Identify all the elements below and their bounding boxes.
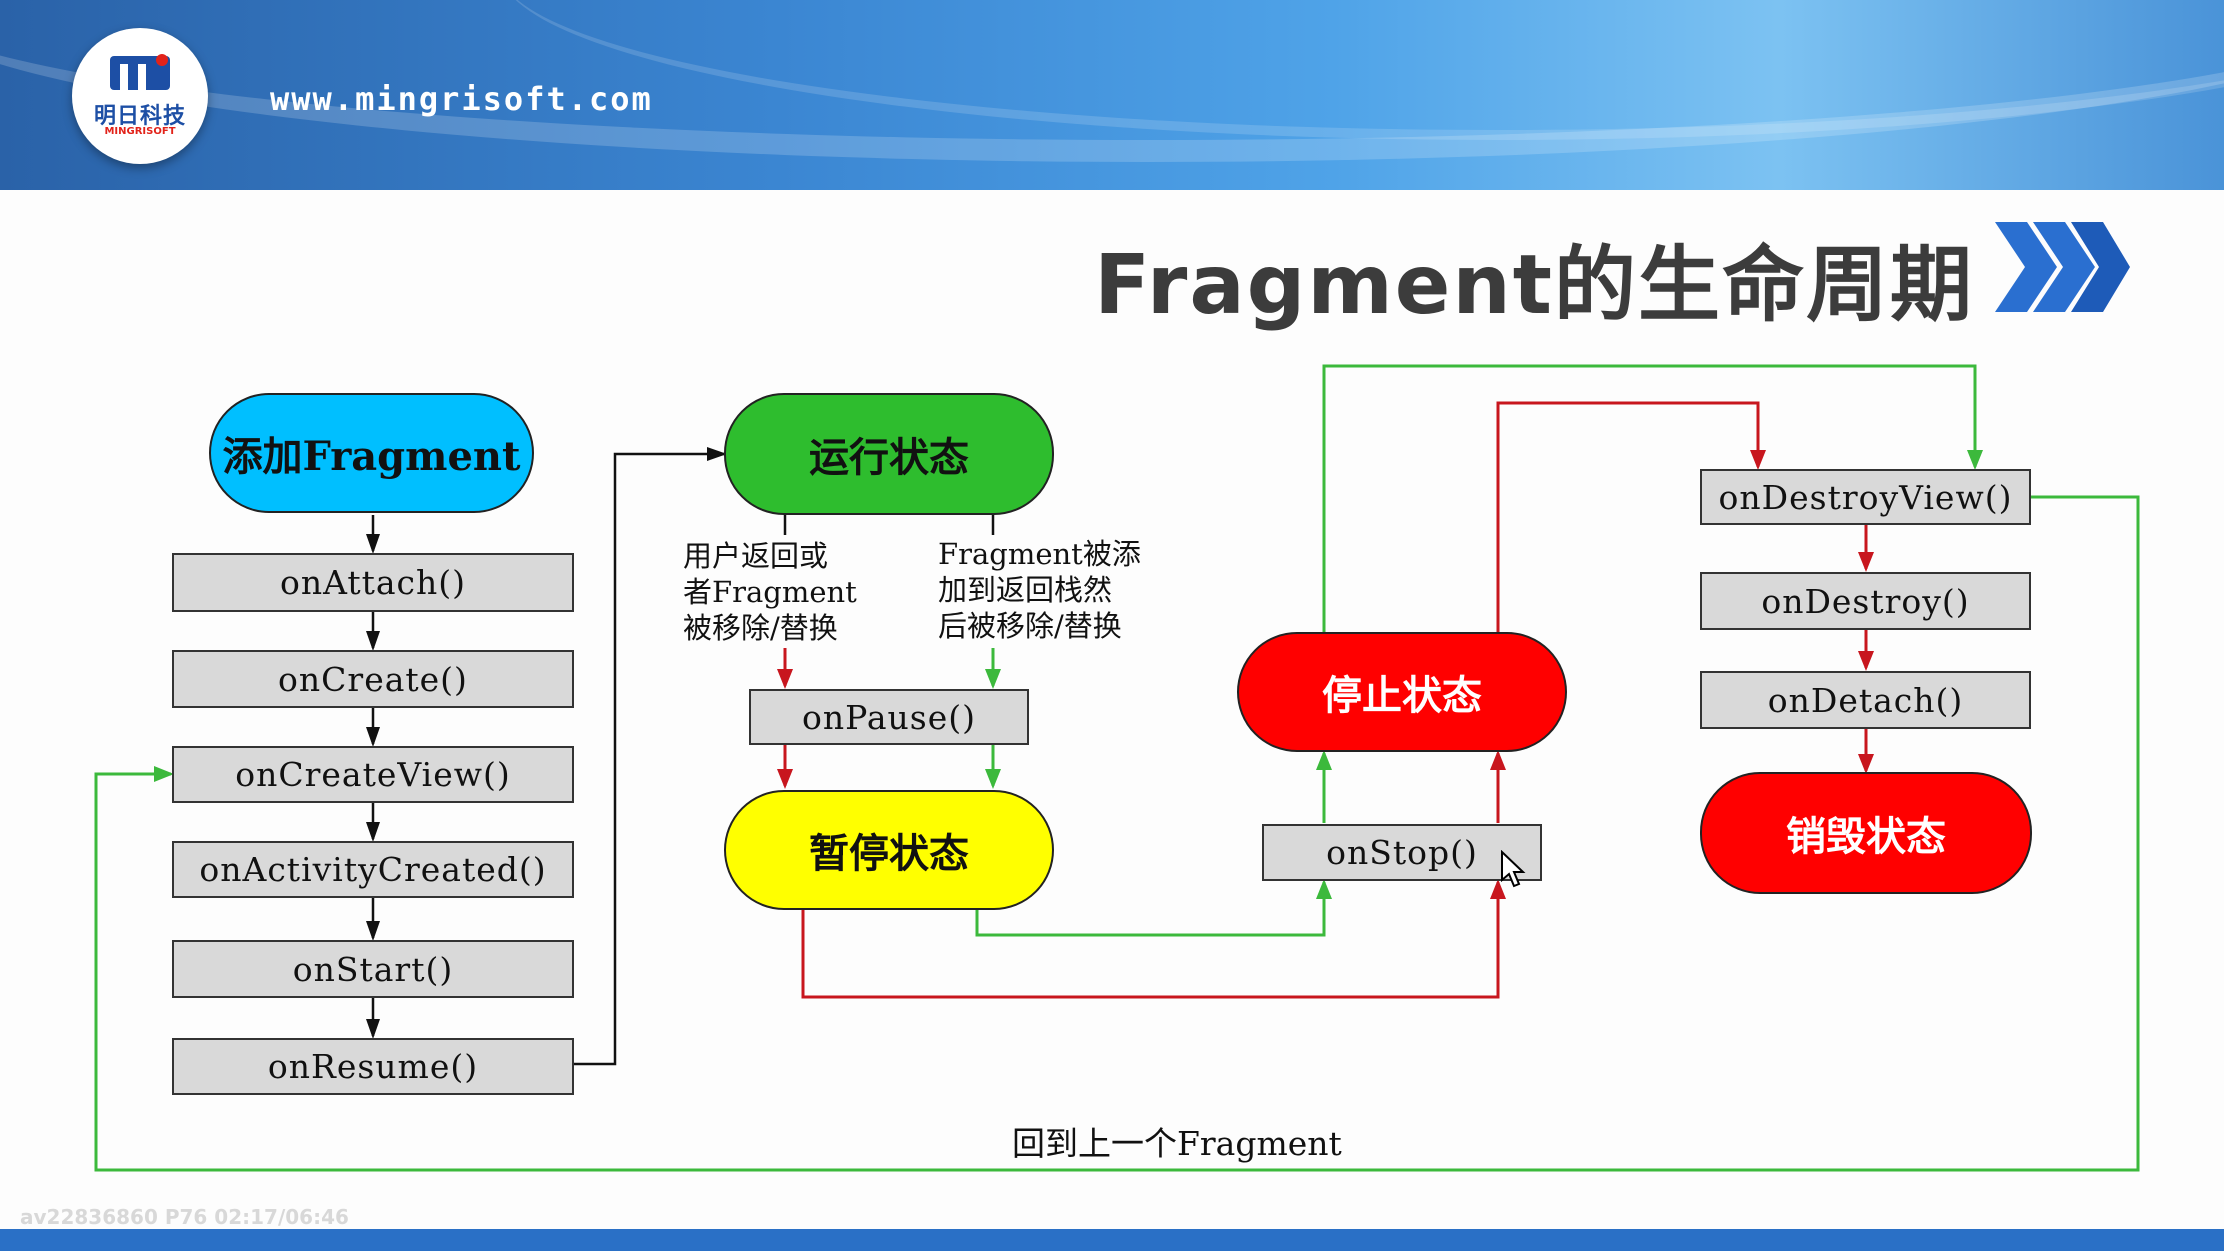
method-on-create-view: onCreateView() — [172, 746, 574, 803]
mouse-cursor-icon — [1501, 850, 1526, 888]
note-added-to-back-stack: Fragment被添 加到返回栈然 后被移除/替换 — [938, 537, 1141, 643]
header-banner: 明日科技 MINGRISOFT www.mingrisoft.com — [0, 0, 2224, 190]
footer-bar — [0, 1229, 2224, 1251]
state-add-fragment: 添加Fragment — [209, 393, 534, 513]
state-destroyed: 销毁状态 — [1700, 772, 2032, 894]
state-stopped: 停止状态 — [1237, 632, 1567, 752]
page-title: Fragment的生命周期 — [1094, 238, 1974, 333]
logo-text-en: MINGRISOFT — [104, 126, 176, 137]
logo: 明日科技 MINGRISOFT — [72, 28, 208, 164]
method-on-pause: onPause() — [749, 689, 1029, 745]
logo-dot-icon — [156, 54, 168, 66]
back-to-previous-fragment-label: 回到上一个Fragment — [1012, 1124, 1342, 1163]
method-on-stop: onStop() — [1262, 824, 1542, 881]
method-on-start: onStart() — [172, 940, 574, 998]
site-url: www.mingrisoft.com — [270, 80, 653, 118]
note-user-back-or-removed: 用户返回或 者Fragment 被移除/替换 — [683, 539, 857, 645]
triple-chevron-icon — [1995, 222, 2130, 312]
method-on-destroy: onDestroy() — [1700, 572, 2031, 630]
method-on-destroy-view: onDestroyView() — [1700, 469, 2031, 525]
header-wave — [500, 0, 2224, 140]
method-on-attach: onAttach() — [172, 553, 574, 612]
video-watermark: av22836860 P76 02:17/06:46 — [20, 1205, 349, 1229]
method-on-create: onCreate() — [172, 650, 574, 708]
state-paused: 暂停状态 — [724, 790, 1054, 910]
state-running: 运行状态 — [724, 393, 1054, 515]
logo-text-cn: 明日科技 — [93, 104, 186, 129]
method-on-detach: onDetach() — [1700, 671, 2031, 729]
method-on-activity-created: onActivityCreated() — [172, 841, 574, 898]
method-on-resume: onResume() — [172, 1038, 574, 1095]
